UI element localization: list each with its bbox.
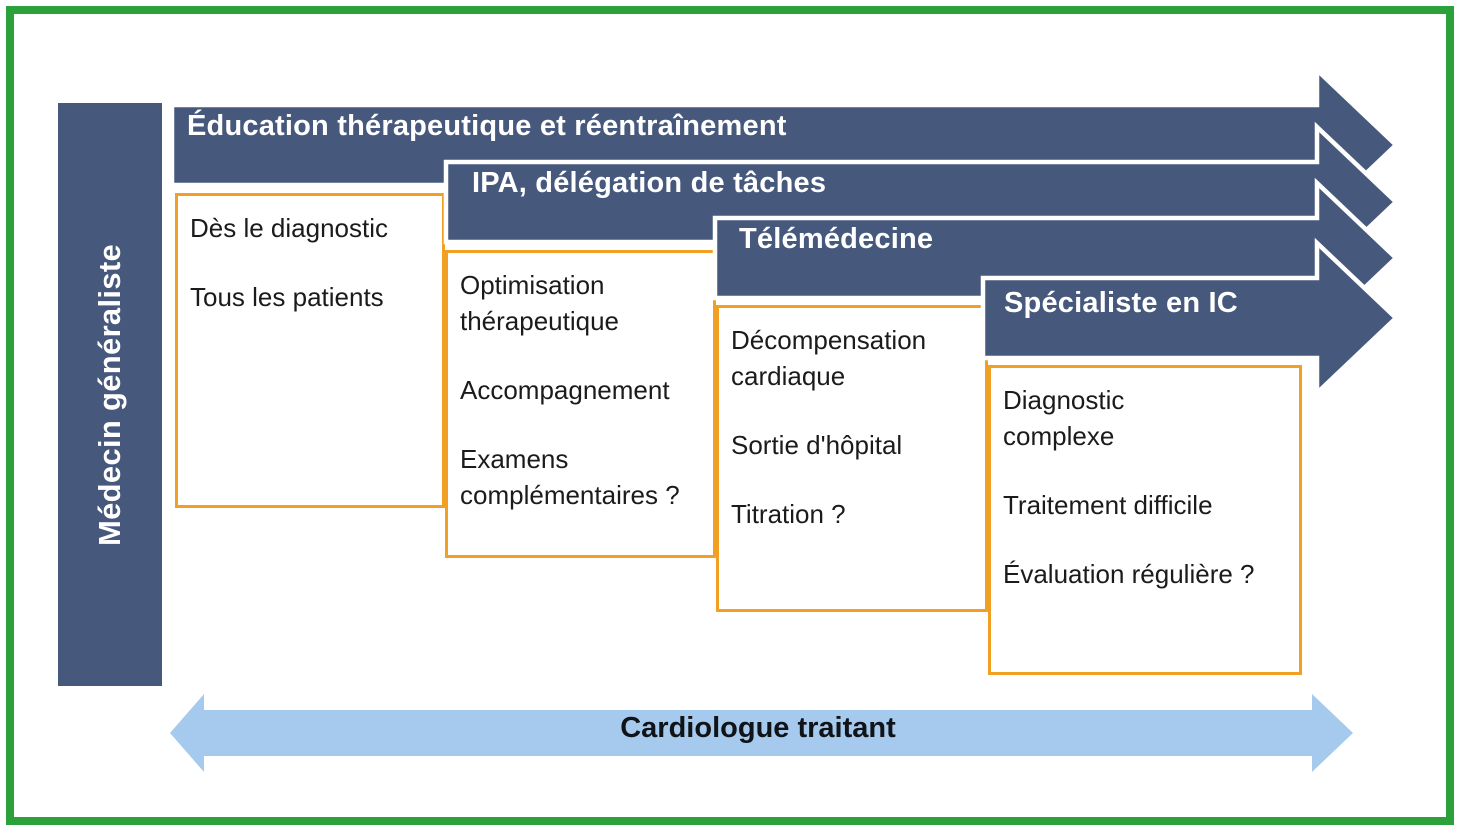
box-item: Examens complémentaires ? — [460, 444, 680, 510]
box-specialiste-details: Diagnostic complexe Traitement difficile… — [988, 365, 1302, 675]
banner-title-specialiste: Spécialiste en IC — [1004, 287, 1238, 319]
box-item: Optimisation thérapeutique — [460, 270, 620, 336]
box-item: Accompagnement — [460, 375, 670, 405]
box-item: Décompensation cardiaque — [731, 325, 927, 391]
box-ipa-details: Optimisation thérapeutique Accompagnemen… — [445, 250, 716, 558]
box-telemedecine-details: Décompensation cardiaque Sortie d'hôpita… — [716, 305, 988, 612]
box-item: Titration ? — [731, 499, 846, 529]
box-item: Diagnostic complexe — [1003, 385, 1125, 451]
box-item: Tous les patients — [190, 282, 384, 312]
bottom-arrow-label: Cardiologue traitant — [620, 712, 896, 744]
double-arrow-cardiologue — [170, 694, 1353, 772]
sidebar-label: Médecin généraliste — [92, 243, 128, 546]
box-item: Dès le diagnostic — [190, 213, 388, 243]
box-item: Évaluation régulière ? — [1003, 559, 1255, 589]
box-education-details: Dès le diagnostic Tous les patients — [175, 193, 445, 508]
banner-title-ipa: IPA, délégation de tâches — [472, 167, 827, 199]
banner-title-telemedecine: Télémédecine — [739, 223, 934, 255]
box-item: Traitement difficile — [1003, 490, 1213, 520]
sidebar-bar — [58, 103, 162, 686]
box-item: Sortie d'hôpital — [731, 430, 903, 460]
banner-title-education: Éducation thérapeutique et réentraînemen… — [187, 110, 787, 142]
banner-arrow-specialiste — [980, 237, 1400, 399]
sidebar-label-wrap: Médecin généraliste — [58, 103, 162, 686]
